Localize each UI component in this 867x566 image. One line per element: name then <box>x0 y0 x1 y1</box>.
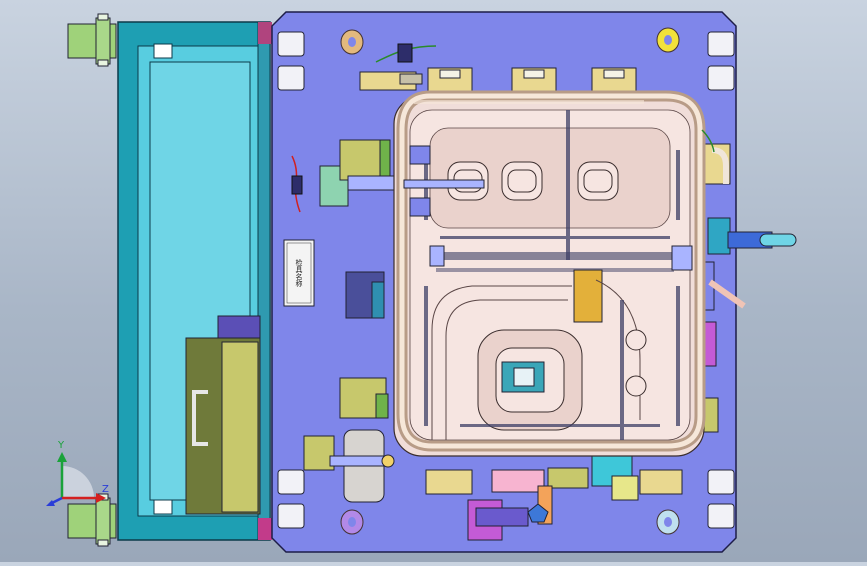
lift-handle-bottom <box>67 493 117 547</box>
lift-handle-top <box>67 13 117 67</box>
pipe-frame <box>396 90 706 452</box>
nameplate-label: 检具名称 <box>287 243 311 303</box>
coordinate-triad <box>46 452 106 506</box>
left-clamp-assemblies <box>303 139 417 503</box>
axis-z-label: Z <box>102 484 109 495</box>
bottom-components <box>425 455 683 541</box>
axis-y-label: Y <box>58 440 65 451</box>
name-plate <box>283 239 315 307</box>
clamp-arms <box>403 145 693 271</box>
lifting-rings <box>340 27 680 535</box>
storage-tray <box>185 315 261 515</box>
carry-frame <box>117 21 272 541</box>
corner-blocks <box>277 31 735 529</box>
nameplate-text: 检具名称 <box>295 259 303 287</box>
checked-part <box>393 95 705 457</box>
sensor-connector <box>397 43 413 63</box>
sensor-connector-left <box>291 175 303 195</box>
